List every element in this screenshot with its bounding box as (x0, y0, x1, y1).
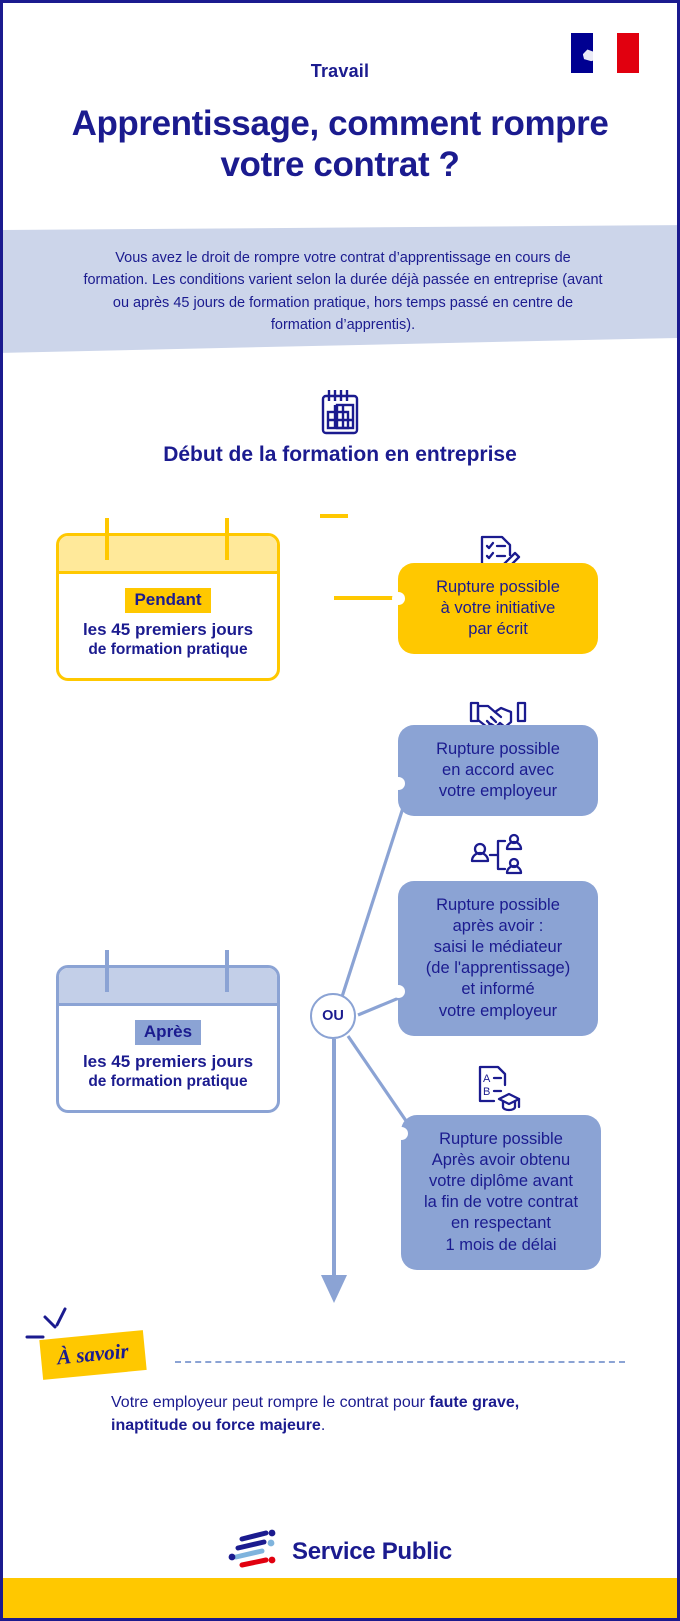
note-text-end: . (320, 1417, 326, 1435)
pendant-line-1: les 45 premiers jours (82, 620, 254, 639)
intro-text: Vous avez le droit de rompre votre contr… (83, 250, 603, 334)
calendar-ring-icon (225, 518, 229, 560)
service-public-logo-icon (228, 1527, 280, 1576)
option-card-diplome: Rupture possible Après avoir obtenu votr… (395, 1115, 601, 1270)
section-heading: Début de la formation en entreprise (163, 443, 517, 466)
option-line: Rupture possible (436, 578, 560, 596)
option-line: votre employeur (438, 1001, 558, 1020)
footer-brand: Service Public (3, 1527, 677, 1576)
option-line: 1 mois de délai (445, 1235, 557, 1254)
calendar-ring-icon (105, 518, 109, 560)
a-savoir-text: Votre employeur peut rompre le contrat p… (111, 1391, 581, 1437)
option-line: à votre initiative (440, 599, 556, 618)
page-title: Apprentissage, comment rompre votre cont… (71, 104, 609, 185)
option-line: Rupture possible (436, 740, 560, 758)
connector-dot (392, 592, 405, 605)
option-line: Après avoir obtenu (431, 1151, 571, 1170)
apres-line-2: de formation pratique (88, 1073, 248, 1091)
option-line: la fin de votre contrat (423, 1193, 579, 1212)
option-line: (de l'apprentissage) (425, 959, 571, 978)
mediator-people-icon (469, 831, 527, 884)
connector-dot (392, 985, 405, 998)
sparkle-icon (17, 1303, 77, 1360)
option-line: Rupture possible (439, 1130, 563, 1148)
calendar-card-band (59, 968, 277, 1006)
option-line: saisi le médiateur (433, 938, 563, 957)
option-line: en accord avec (442, 761, 554, 780)
option-card-accord-employeur: Rupture possible en accord avec votre em… (392, 725, 598, 817)
brand-name: Service Public (292, 1537, 452, 1565)
note-text-plain: Votre employeur peut rompre le contrat p… (111, 1394, 430, 1411)
diploma-document-icon: A B (473, 1063, 523, 1118)
calendar-card-apres: Après les 45 premiers jours de formation… (56, 950, 280, 1114)
intro-band (3, 225, 677, 353)
option-line: et informé (461, 980, 535, 999)
option-card-initiative-ecrit: Rupture possible à votre initiative par … (392, 563, 598, 655)
pendant-pill: Pendant (125, 588, 211, 613)
connector-dot (392, 777, 405, 790)
calendar-icon (318, 388, 362, 441)
calendar-card-pendant: Pendant les 45 premiers jours de formati… (56, 518, 280, 682)
a-savoir-badge: À savoir (39, 1330, 147, 1380)
kicker-label: Travail (310, 61, 370, 81)
pendant-line-2: de formation pratique (88, 641, 248, 659)
apres-pill: Après (134, 1020, 202, 1045)
option-line: votre diplôme avant (429, 1172, 573, 1191)
option-card-mediateur: Rupture possible après avoir : saisi le … (392, 881, 598, 1036)
svg-text:B: B (483, 1086, 490, 1098)
calendar-card-band (59, 536, 277, 574)
svg-text:A: A (483, 1073, 491, 1085)
footer-bar (3, 1578, 677, 1618)
calendar-ring-icon (225, 950, 229, 992)
connector-dot (395, 1127, 408, 1140)
option-line: en respectant (451, 1214, 551, 1233)
option-line: votre employeur (438, 782, 558, 801)
a-savoir-divider (175, 1361, 625, 1363)
option-line: après avoir : (452, 917, 544, 936)
french-republic-flag-icon (571, 33, 639, 73)
note-text-bold: faute grave, inaptitude ou force majeure (111, 1394, 520, 1435)
calendar-ring-icon (105, 950, 109, 992)
option-line: Rupture possible (436, 896, 560, 914)
or-node: OU (310, 993, 356, 1039)
apres-line-1: les 45 premiers jours (82, 1052, 254, 1071)
option-line: par écrit (468, 620, 528, 639)
